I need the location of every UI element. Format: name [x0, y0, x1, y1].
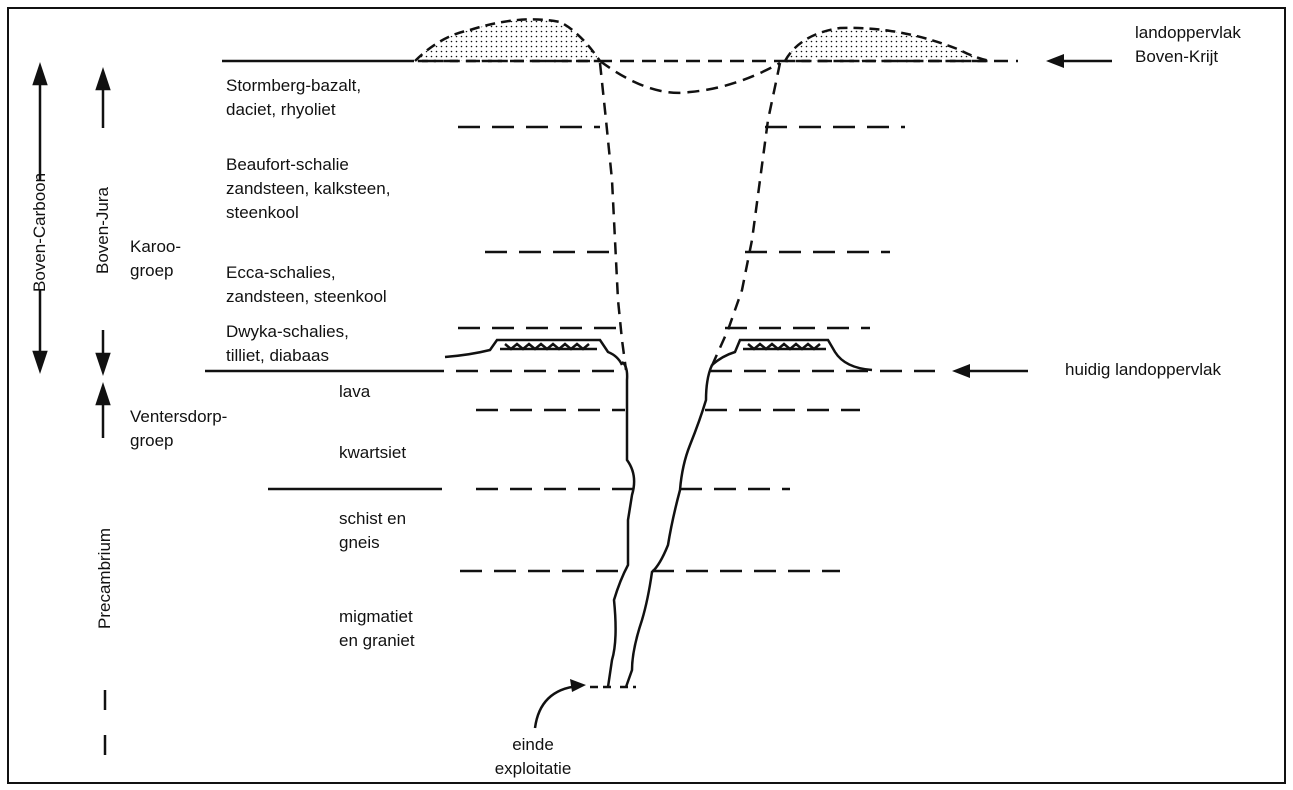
upper-mound-left [415, 19, 600, 61]
label-precambrium: Precambrium [95, 529, 117, 629]
label-layer-kwartsiet: kwartsiet [339, 441, 406, 465]
label-layer-beaufort: Beaufort-schalie zandsteen, kalksteen, s… [226, 153, 390, 225]
label-layer-dwyka: Dwyka-schalies, tilliet, diabaas [226, 320, 349, 368]
label-end-exploitation: einde exploitatie [468, 733, 598, 781]
upper-surface-arrowhead [1046, 54, 1064, 68]
current-surface-arrowhead [952, 364, 970, 378]
label-boven-carboon: Boven-Carboon [30, 182, 52, 292]
label-layer-stormberg: Stormberg-bazalt, daciet, rhyoliet [226, 74, 361, 122]
label-current-land-surface: huidig landoppervlak [1065, 358, 1221, 382]
label-layer-migmatiet: migmatiet en graniet [339, 605, 415, 653]
dwyka-mound-left [445, 340, 622, 365]
label-ventersdorp-group: Ventersdorp- groep [130, 405, 227, 453]
eroded-crater-outline [600, 61, 780, 93]
upper-mound-right [785, 28, 990, 61]
end-exploitation-arrow [535, 686, 578, 728]
eroded-pipe-walls [600, 63, 780, 370]
label-boven-jura: Boven-Jura [93, 184, 115, 274]
end-exploitation-arrowhead [570, 679, 586, 692]
dwyka-mound-right [712, 340, 872, 370]
ventersdorp-axis [97, 386, 109, 438]
label-layer-ecca: Ecca-schalies, zandsteen, steenkool [226, 261, 387, 309]
label-layer-lava: lava [339, 380, 370, 404]
label-layer-schist: schist en gneis [339, 507, 406, 555]
label-karoo-group: Karoo- groep [130, 235, 181, 283]
label-upper-land-surface: landoppervlak Boven-Krijt [1135, 21, 1241, 69]
